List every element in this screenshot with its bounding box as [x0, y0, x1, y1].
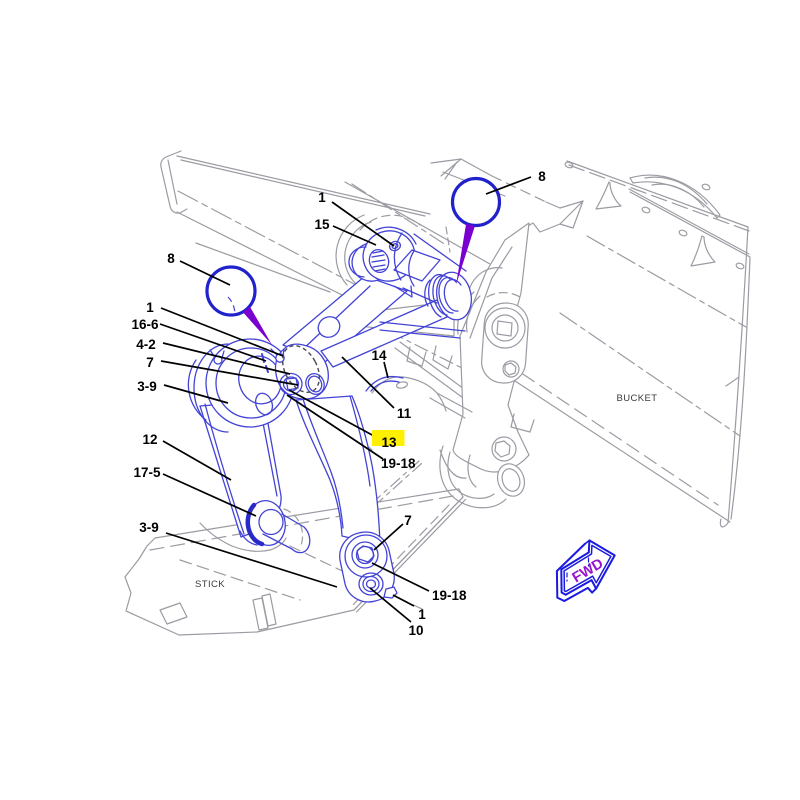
- svg-text:1: 1: [418, 607, 426, 622]
- svg-text:1: 1: [146, 300, 154, 315]
- svg-text:11: 11: [397, 406, 412, 421]
- svg-text:STICK: STICK: [195, 579, 225, 590]
- svg-text:3-9: 3-9: [139, 520, 159, 535]
- svg-text:19-18: 19-18: [432, 588, 467, 603]
- svg-text:3-9: 3-9: [137, 379, 157, 394]
- svg-text:1: 1: [318, 190, 326, 205]
- svg-text:13: 13: [381, 435, 397, 450]
- svg-text:7: 7: [146, 355, 154, 370]
- svg-text:8: 8: [167, 251, 175, 266]
- svg-text:17-5: 17-5: [133, 465, 161, 480]
- svg-text:4-2: 4-2: [136, 337, 156, 352]
- svg-text:14: 14: [371, 348, 387, 363]
- svg-text:BUCKET: BUCKET: [617, 393, 658, 404]
- svg-text:7: 7: [404, 513, 412, 528]
- svg-text:19-18: 19-18: [381, 456, 416, 471]
- svg-text:16-6: 16-6: [131, 317, 159, 332]
- svg-text:8: 8: [538, 169, 546, 184]
- svg-text:15: 15: [314, 217, 330, 232]
- svg-text:10: 10: [408, 623, 423, 638]
- svg-text:12: 12: [142, 432, 157, 447]
